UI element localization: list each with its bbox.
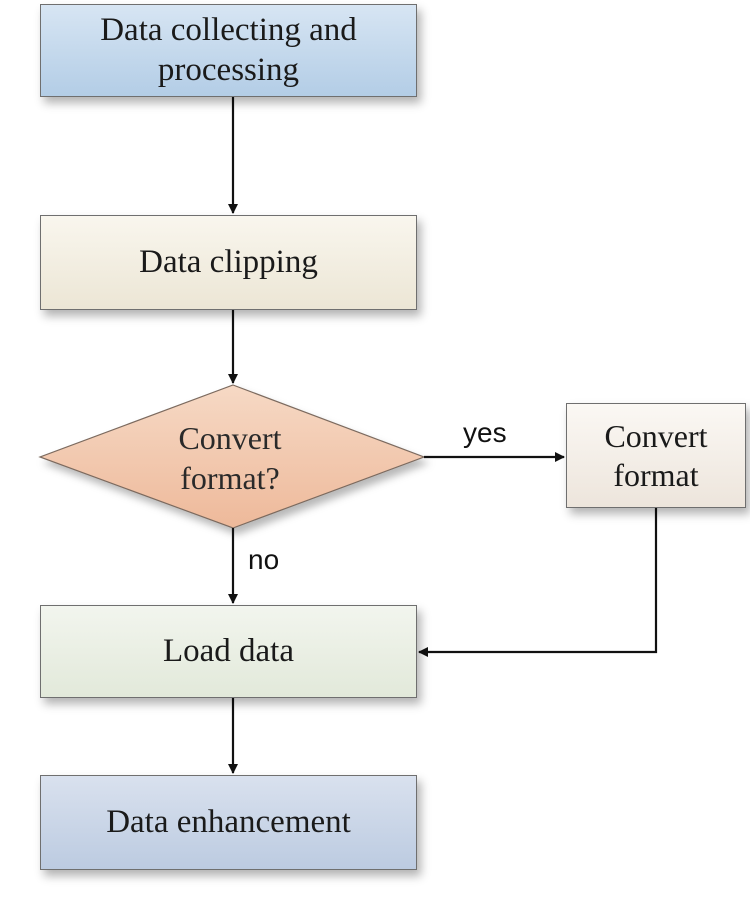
decision-label: Convert format? <box>178 419 282 496</box>
node-data-clipping-label: Data clipping <box>139 243 318 280</box>
node-load-data-label: Load data <box>162 632 295 669</box>
decision-label-wrap: Convert format? <box>100 415 360 500</box>
node-load-data: Load data <box>40 605 417 698</box>
node-data-enhancement: Data enhancement <box>40 775 417 870</box>
node-data-enhancement-label: Data enhancement <box>106 803 351 840</box>
node-data-collecting: Data collecting and processing <box>40 4 417 97</box>
edge-label-no: no <box>248 544 280 575</box>
edge-label-yes: yes <box>463 417 507 448</box>
node-data-clipping: Data clipping <box>40 215 417 310</box>
node-convert-format: Convert format <box>566 403 746 508</box>
node-convert-format-label: Convert format <box>604 418 708 493</box>
arrow-convert-to-load <box>418 508 658 657</box>
node-data-collecting-label: Data collecting and processing <box>100 11 357 88</box>
